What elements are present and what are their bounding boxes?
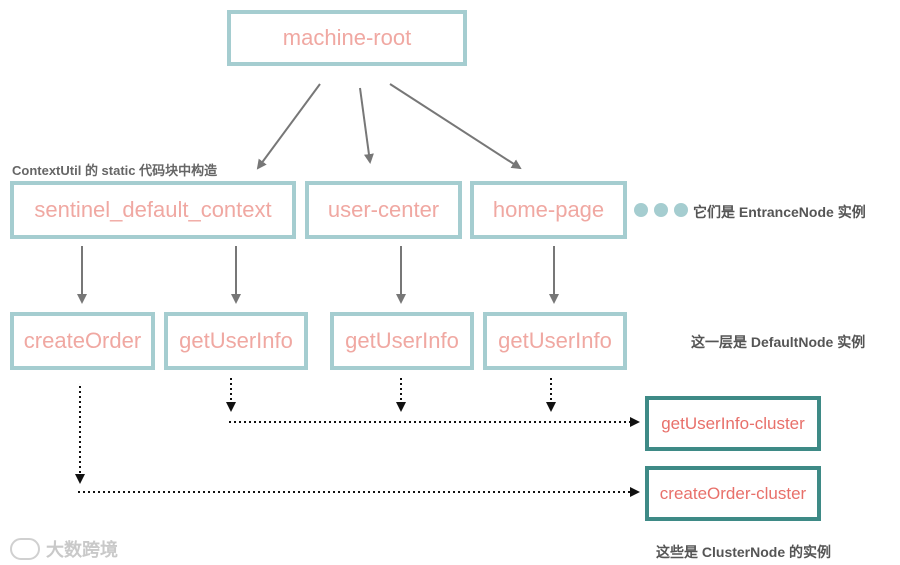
node-createorder-cluster: createOrder-cluster [645,466,821,521]
arrow-root-to-home-page [389,83,522,170]
node-getuserinfo-1: getUserInfo [164,312,308,370]
dot [674,203,688,217]
node-getuserinfo-cluster: getUserInfo-cluster [645,396,821,451]
note-context-util: ContextUtil 的 static 代码块中构造 [12,163,218,178]
node-sentinel-default-context: sentinel_default_context [10,181,296,239]
dot [654,203,668,217]
watermark-logo-icon [10,538,40,560]
dot [634,203,648,217]
node-getuserinfo-2: getUserInfo [330,312,474,370]
note-default-node: 这一层是 DefaultNode 实例 [691,334,866,350]
note-cluster-node: 这些是 ClusterNode 的实例 [656,544,832,560]
node-getuserinfo-3: getUserInfo [483,312,627,370]
node-home-page: home-page [470,181,627,239]
watermark: 大数跨境 [10,536,118,562]
watermark-text: 大数跨境 [46,540,118,560]
ellipsis-dots [634,203,688,217]
node-machine-root: machine-root [227,10,467,66]
node-user-center: user-center [305,181,462,239]
arrow-root-to-sentinel [256,83,321,170]
note-entrance-node: 它们是 EntranceNode 实例 [693,204,866,220]
node-createorder: createOrder [10,312,155,370]
arrow-root-to-user-center [359,87,374,164]
